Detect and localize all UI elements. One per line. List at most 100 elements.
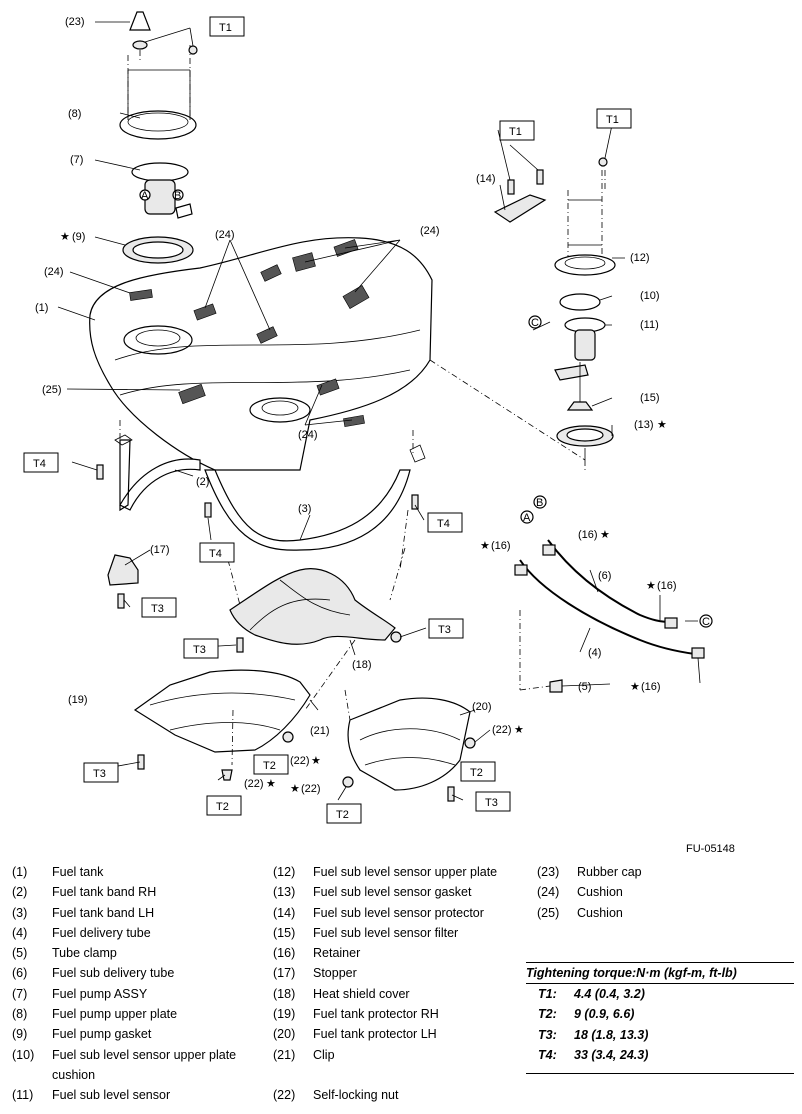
torque-row: T3:18 (1.8, 13.3) [526,1025,794,1045]
legend-name: Tube clamp [52,946,117,961]
legend-name: Fuel sub level sensor gasket [313,885,472,900]
torque-bottom-rule [526,1065,794,1075]
legend-column-3: (23) Rubber cap (24)Cushion (25)Cushion [537,862,642,923]
callout-5: (5) [578,681,591,693]
legend-name: Fuel sub level sensor filter [313,925,459,940]
callout-23: (23) [65,16,85,28]
legend-item: (1)Fuel tank [12,862,252,882]
legend-num: (6) [12,966,28,981]
legend-num: (8) [12,1007,28,1022]
torque-key: T2: [538,1007,557,1022]
callout-22-c-star: ★ [290,783,300,795]
legend-item: (2)Fuel tank band RH [12,882,252,902]
legend-item: (19)Fuel tank protector RH [273,1004,497,1024]
callouts: (23) (8) (7) ★ (9) (24) (1) (25) (24) (2… [35,16,677,795]
box-t3-d: T3 [93,768,106,780]
box-t3-c: T3 [438,624,451,636]
fuel-sub-level-sensor-filter [566,401,594,411]
legend-item: (17) Stopper [273,963,497,983]
legend-num: (21) [273,1047,296,1062]
rubber-cap-nut [132,40,148,50]
legend-name: Fuel tank band RH [52,885,157,900]
fuel-pump-upper-plate [119,110,197,140]
legend-name: Stopper [313,966,357,981]
bolts [96,169,544,802]
legend-item: (3)Fuel tank band LH [12,903,252,923]
torque-value: 9 (0.9, 6.6) [574,1007,635,1022]
legend-name: Fuel tank protector LH [313,1027,437,1042]
legend-item: (7)Fuel pump ASSY [12,984,252,1004]
legend-num: (23) [537,865,560,879]
legend-column-1: (1)Fuel tank (2)Fuel tank band RH (3)Fue… [12,862,252,1106]
torque-key: T4: [538,1047,557,1062]
cushion-pad [129,289,153,301]
legend-name: Fuel sub level sensor protector [313,905,484,920]
connector-c-mark: C [702,616,710,628]
legend-name: Cushion [577,885,623,900]
callout-10: (10) [640,290,660,302]
callout-4: (4) [588,647,601,659]
callout-11: (11) [640,319,659,331]
legend-name: Cushion [577,905,623,920]
legend-num: (9) [12,1027,28,1042]
legend-item: (24)Cushion [537,882,642,902]
legend-name: Fuel tank [52,865,104,879]
legend-item: (25)Cushion [537,903,642,923]
box-t3-e: T3 [485,797,498,809]
legend-item: (11)Fuel sub level sensor [12,1085,252,1105]
legend-item: (9)Fuel pump gasket [12,1024,252,1044]
legend-item: (8) Fuel pump upper plate [12,1004,252,1024]
connector-b-mark: B [536,497,543,509]
callout-22-c: (22) [301,783,321,795]
legend-name: Fuel tank band LH [52,905,155,920]
legend-item: (18)Heat shield cover [273,984,497,1004]
torque-value: 33 (3.4, 24.3) [574,1047,649,1062]
torque-key: T1: [538,987,557,1001]
callout-16-d-star: ★ [630,681,640,693]
cushion-25-pad [178,383,206,405]
callout-16-a: (16) [491,540,511,552]
legend-num: (13) [273,885,296,900]
callout-13: (13) [634,419,654,431]
legend-num: (17) [273,966,296,981]
legend-name: Fuel delivery tube [52,925,151,940]
connector-a-mark: A [523,512,531,524]
legend-num: (11) [12,1088,34,1103]
legend-name: Fuel sub level sensor upper plate cushio… [52,1047,237,1082]
callout-24-center: (24) [215,229,235,241]
callout-22-b-star: ★ [266,778,276,790]
legend-name: Fuel pump upper plate [52,1007,178,1022]
legend-item: (15)Fuel sub level sensor filter [273,923,497,943]
fuel-tank-band-lh [204,469,411,551]
callout-25: (25) [42,384,62,396]
connector-c-label: C [531,317,539,329]
legend-item: (20)Fuel tank protector LH [273,1024,497,1044]
callout-13-star: ★ [657,419,667,431]
callout-24-right: (24) [420,225,440,237]
callout-3: (3) [298,503,311,515]
box-t3-a: T3 [151,603,164,615]
callout-19: (19) [68,694,88,706]
callout-18: (18) [352,659,372,671]
fuel-tank-protector-lh [347,697,471,791]
torque-row: T1:4.4 (0.4, 3.2) [526,984,794,1004]
legend-name: Fuel sub level sensor upper plate [313,865,498,879]
callout-8: (8) [68,108,81,120]
legend-name: Rubber cap [577,865,642,879]
callout-16-b-star: ★ [600,529,610,541]
legend-num: (10) [12,1047,35,1062]
legend-num: (4) [12,925,28,940]
callout-14: (14) [476,173,496,185]
legend-item: (16)Retainer [273,943,497,963]
legend-column-2: (12)Fuel sub level sensor upper plate (1… [273,862,497,1105]
fuel-pump-assy-top [131,162,189,182]
legend-item: (23) Rubber cap [537,862,642,882]
callout-16-a-star: ★ [480,540,490,552]
callout-22-d: (22) [492,724,512,736]
legend-num: (18) [273,986,296,1001]
callout-22-a: (22) [290,755,310,767]
fuel-sub-level-sensor-upper-plate [554,254,616,276]
callout-15: (15) [640,392,660,404]
box-t2-a: T2 [263,760,276,772]
callout-16-c: (16) [657,580,677,592]
